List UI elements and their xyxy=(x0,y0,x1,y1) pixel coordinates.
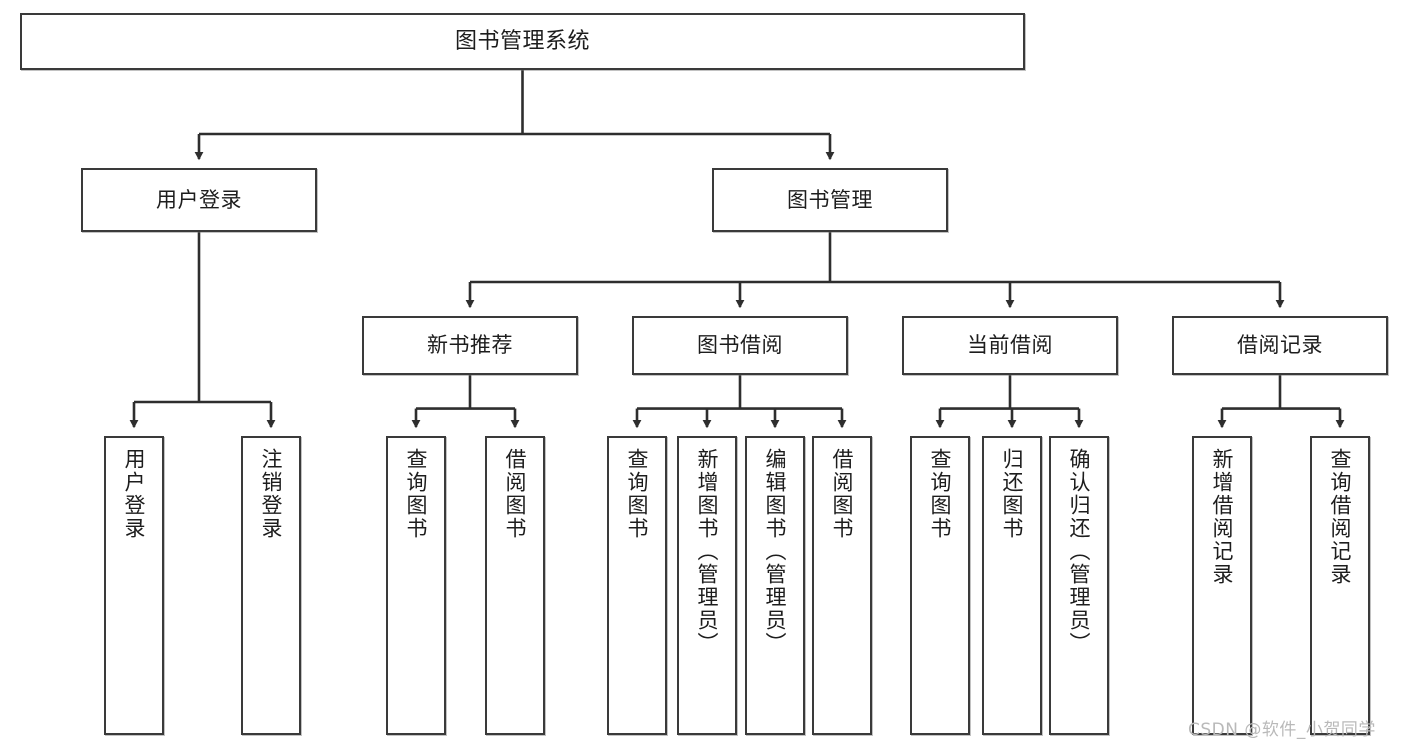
node-lf2[interactable]: 注销登录 xyxy=(241,436,301,735)
node-label: 新增借阅记录 xyxy=(1210,448,1235,586)
node-lf6[interactable]: 新增图书（管理员） xyxy=(677,436,737,735)
node-label: 当前借阅 xyxy=(967,333,1053,358)
node-label: 新增图书（管理员） xyxy=(695,448,720,655)
node-l2b[interactable]: 图书借阅 xyxy=(632,316,848,375)
node-root[interactable]: 图书管理系统 xyxy=(20,13,1025,70)
node-lf8[interactable]: 借阅图书 xyxy=(812,436,872,735)
node-l2c[interactable]: 当前借阅 xyxy=(902,316,1118,375)
node-label: 图书借阅 xyxy=(697,333,783,358)
node-lf10[interactable]: 归还图书 xyxy=(982,436,1042,735)
node-label: 借阅记录 xyxy=(1237,333,1323,358)
node-lf13[interactable]: 查询借阅记录 xyxy=(1310,436,1370,735)
node-lf12[interactable]: 新增借阅记录 xyxy=(1192,436,1252,735)
node-l2d[interactable]: 借阅记录 xyxy=(1172,316,1388,375)
node-lf1[interactable]: 用户登录 xyxy=(104,436,164,735)
watermark-text: CSDN @软件_小贺同学 xyxy=(1188,720,1376,740)
node-lf5[interactable]: 查询图书 xyxy=(607,436,667,735)
node-label: 借阅图书 xyxy=(830,448,855,540)
node-lf3[interactable]: 查询图书 xyxy=(386,436,446,735)
node-label: 图书管理 xyxy=(787,187,873,212)
node-label: 新书推荐 xyxy=(427,333,513,358)
node-l1b[interactable]: 图书管理 xyxy=(712,168,948,232)
node-label: 查询借阅记录 xyxy=(1328,448,1353,586)
node-lf11[interactable]: 确认归还（管理员） xyxy=(1049,436,1109,735)
node-label: 编辑图书（管理员） xyxy=(763,448,788,655)
node-label: 注销登录 xyxy=(259,448,284,540)
node-label: 用户登录 xyxy=(122,448,147,540)
node-label: 图书管理系统 xyxy=(454,28,590,54)
node-label: 确认归还（管理员） xyxy=(1067,448,1092,655)
node-lf4[interactable]: 借阅图书 xyxy=(485,436,545,735)
node-label: 归还图书 xyxy=(1000,448,1025,540)
node-label: 查询图书 xyxy=(928,448,953,540)
node-label: 查询图书 xyxy=(625,448,650,540)
node-l2a[interactable]: 新书推荐 xyxy=(362,316,578,375)
node-lf7[interactable]: 编辑图书（管理员） xyxy=(745,436,805,735)
node-l1a[interactable]: 用户登录 xyxy=(81,168,317,232)
node-label: 查询图书 xyxy=(404,448,429,540)
node-label: 借阅图书 xyxy=(503,448,528,540)
node-label: 用户登录 xyxy=(156,187,242,212)
node-lf9[interactable]: 查询图书 xyxy=(910,436,970,735)
